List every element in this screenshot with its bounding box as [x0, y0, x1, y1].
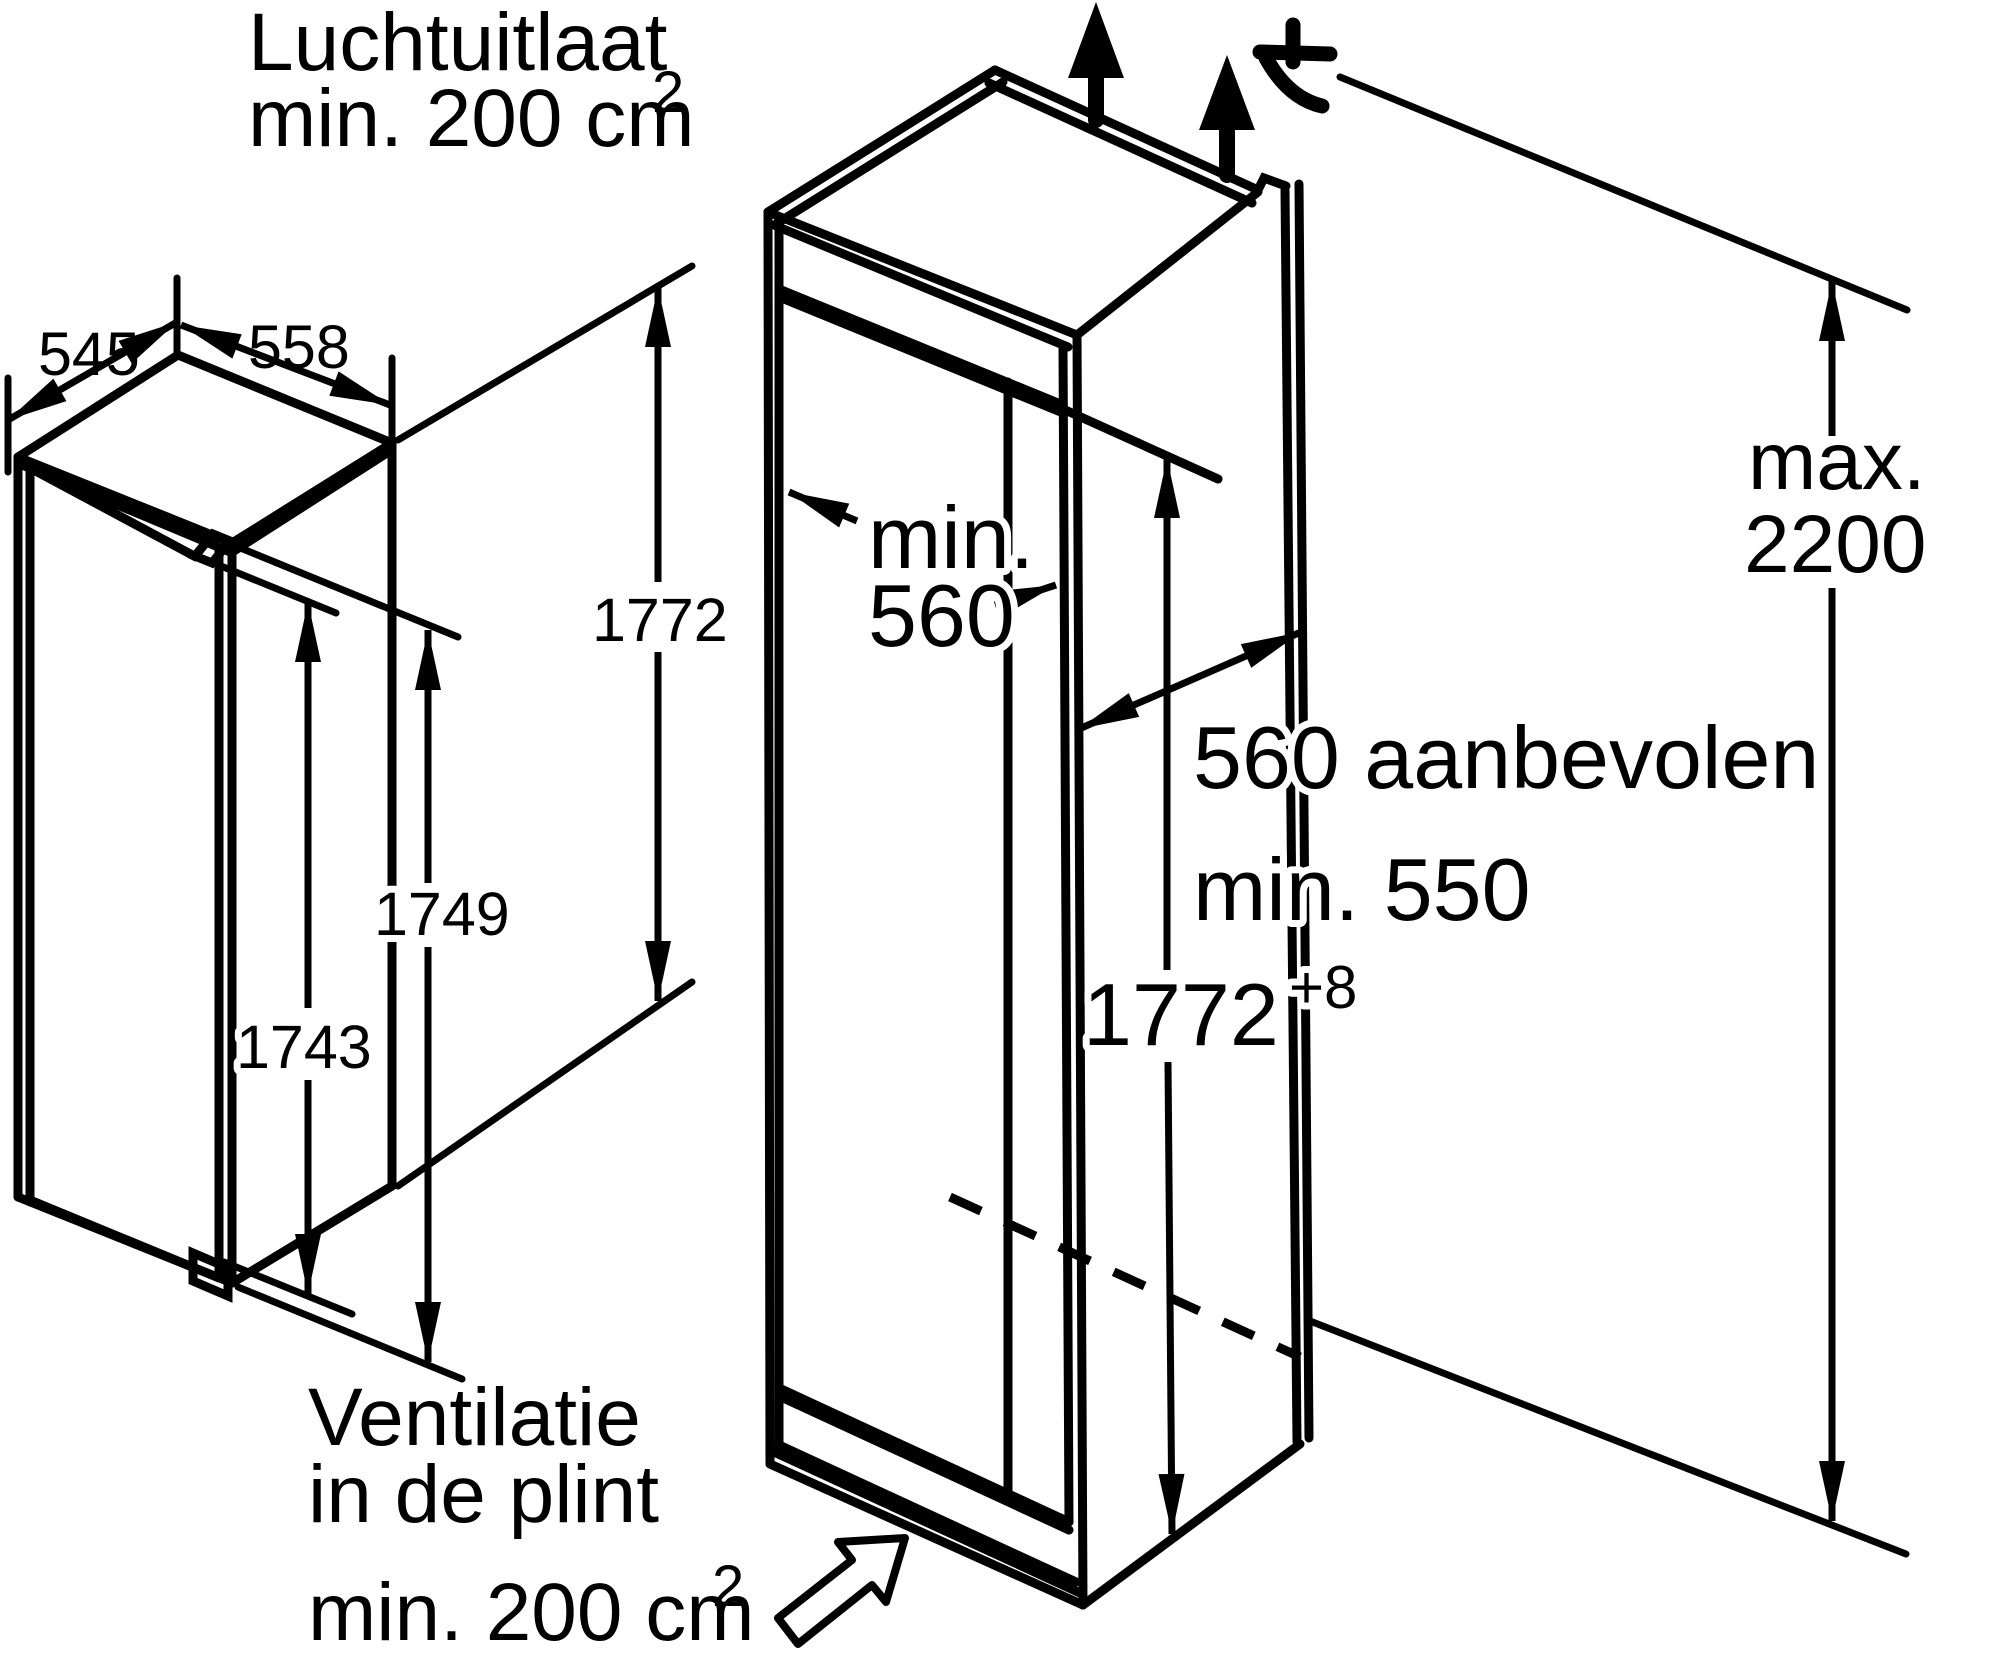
dim-label-door-height: 1743 [236, 1013, 372, 1081]
ext-1749-bottom [234, 1283, 466, 1383]
niche-side-depth-recommended: 560 aanbevolen [1193, 708, 1819, 807]
niche-outline [763, 65, 1314, 1610]
ext-1743-bottom [220, 1258, 356, 1318]
appliance-outline [13, 350, 397, 1303]
top-edge [13, 452, 237, 548]
niche-inner-height-tolerance: +8 [1289, 954, 1357, 1021]
front-left-edge [763, 207, 775, 1469]
room-reference-lines [1306, 73, 1911, 1558]
dim-560-side [1077, 628, 1303, 733]
top-left-edge [763, 65, 1000, 217]
air-outlet-label-sup: 2 [652, 60, 684, 125]
top-slab-edge [229, 446, 395, 556]
air-outlet-label-line1: Luchtuitlaat [248, 0, 668, 88]
dim-min560-right [993, 581, 1058, 617]
door-bottom-seam [25, 1195, 224, 1283]
sill-edge-a [774, 1440, 1081, 1587]
bottom-right-edge [227, 1181, 397, 1288]
front-right-edge [1072, 330, 1088, 1610]
plinth-top-a [774, 1383, 1074, 1527]
ext-1749-top [234, 543, 462, 641]
plinth-vent-label-line2: in de plint [308, 1449, 659, 1540]
foot-block [188, 1246, 233, 1303]
dim-label-width: 558 [248, 313, 350, 381]
top-back-inner-edge [984, 78, 1257, 208]
plinth-vent-label-line3: min. 200 cm [308, 1567, 755, 1658]
appliance-extension-lines [4, 262, 696, 1383]
dim-min560-left [787, 488, 859, 528]
appliance-dimension-lines [6, 287, 671, 1362]
front-bottom-edge [765, 1459, 1088, 1610]
top-left-inner-edge [771, 77, 1008, 229]
niche-depth-value: 560 [868, 566, 1015, 665]
power-cord-icon [1252, 17, 1338, 114]
dim-558 [179, 321, 392, 409]
ceiling-line [1336, 73, 1911, 314]
up-arrow-icon [1199, 55, 1255, 183]
ext-1772-top [394, 262, 696, 444]
top-rail-bottom-a [774, 284, 1068, 410]
sill-edge-b [769, 1447, 1085, 1598]
dim-1772-8-bottom [1158, 1061, 1185, 1535]
back-right-edge-outer [1294, 179, 1314, 1443]
up-arrow-icon [1068, 2, 1124, 128]
plinth-top-b [774, 1391, 1074, 1535]
top-rail-bottom-b [774, 292, 1068, 418]
ext-1772-bottom [394, 978, 696, 1190]
right-wall-top-edge [1072, 187, 1263, 340]
niche-depth-label: min. [868, 488, 1034, 587]
hidden-bottom-edge [948, 1192, 1302, 1362]
outline-arrow-icon [774, 1534, 909, 1648]
plinth-vent-label-line1: Ventilatie [308, 1372, 641, 1463]
dim-label-depth: 545 [38, 320, 140, 388]
dim-label-height: 1772 [592, 586, 728, 654]
front-right-inner-edge [1058, 342, 1074, 1527]
back-right-edge-inner [1280, 185, 1302, 1447]
right-wall-bottom-edge [1078, 1439, 1305, 1610]
icons [774, 2, 1338, 1648]
ceiling-extension [1058, 404, 1223, 484]
floor-line [1306, 1317, 1910, 1558]
door-top-block [187, 528, 238, 569]
air-outlet-label-line2: min. 200 cm [248, 73, 695, 164]
niche-dimension-lines [787, 281, 1845, 1535]
front-top-inner-edge [771, 221, 1073, 352]
plinth-vent-label-sup: 2 [712, 1554, 744, 1619]
dim-label-hinge-height: 1749 [374, 880, 510, 948]
dim-545 [6, 318, 179, 424]
front-top-edge [763, 207, 1082, 340]
top-right-notch [1253, 172, 1291, 195]
ceiling-max-value: 2200 [1744, 499, 1926, 590]
door-top-seam [25, 463, 201, 562]
top-back-edge [990, 65, 1263, 195]
niche-side-depth-min: min. 550 [1193, 840, 1531, 939]
niche-inner-height: 1772 [1083, 965, 1279, 1064]
ceiling-max-label: max. [1748, 416, 1926, 507]
labels: Luchtuitlaat min. 200 cm 2 545 558 1772 … [38, 0, 1933, 1658]
top-edge [227, 438, 397, 548]
